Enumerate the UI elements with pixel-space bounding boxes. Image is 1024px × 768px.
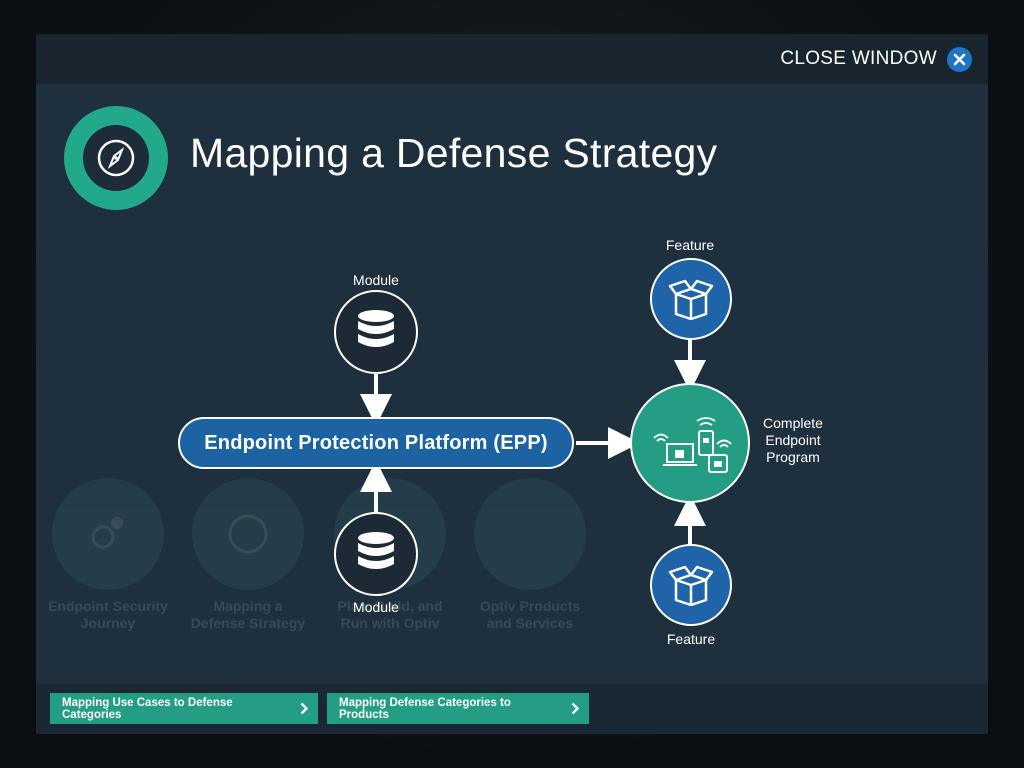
epp-node: Endpoint Protection Platform (EPP) [178,417,574,469]
modal-header: CLOSE WINDOW [36,34,988,84]
module-bottom-label: Module [353,599,399,615]
feature-node-top [650,258,732,340]
open-box-icon [668,565,714,606]
complete-program-node [630,383,750,503]
chevron-right-icon [571,702,579,715]
close-icon[interactable] [947,46,972,72]
module-node-bottom [334,512,418,596]
close-window-label: CLOSE WINDOW [780,48,937,69]
background-menu-item: Optiv Products and Services [470,478,590,632]
compass-icon [192,478,304,590]
map-pin-icon [52,478,164,590]
feature-top-label: Feature [665,237,715,253]
nav-button-label: Mapping Defense Categories to Products [339,696,511,721]
nav-button-defense-categories[interactable]: Mapping Defense Categories to Products [327,693,589,724]
chevron-right-icon [300,702,308,715]
module-top-label: Module [353,272,399,288]
database-icon [358,532,394,569]
modal-footer: Mapping Use Cases to Defense Categories … [36,684,988,734]
background-menu-item: Mapping a Defense Strategy [188,478,308,632]
nav-button-use-cases[interactable]: Mapping Use Cases to Defense Categories [50,693,318,724]
open-box-icon [668,279,714,320]
compass-icon [83,125,149,191]
background-menu-item: Endpoint Security Journey [48,478,168,632]
page-title: Mapping a Defense Strategy [190,130,718,176]
nav-button-label: Mapping Use Cases to Defense Categories [62,696,233,721]
database-icon [358,310,394,347]
flow-arrows [360,340,706,546]
modal-window: Endpoint Security Journey Mapping a Defe… [36,34,988,734]
connected-devices-lock-icon [653,417,732,473]
feature-bottom-label: Feature [666,631,716,647]
close-window-button[interactable]: CLOSE WINDOW [780,46,972,72]
module-node-top [334,290,418,374]
feature-node-bottom [650,544,732,626]
title-badge [64,106,168,210]
people-icon [474,478,586,590]
complete-program-label: Complete Endpoint Program [763,415,823,465]
